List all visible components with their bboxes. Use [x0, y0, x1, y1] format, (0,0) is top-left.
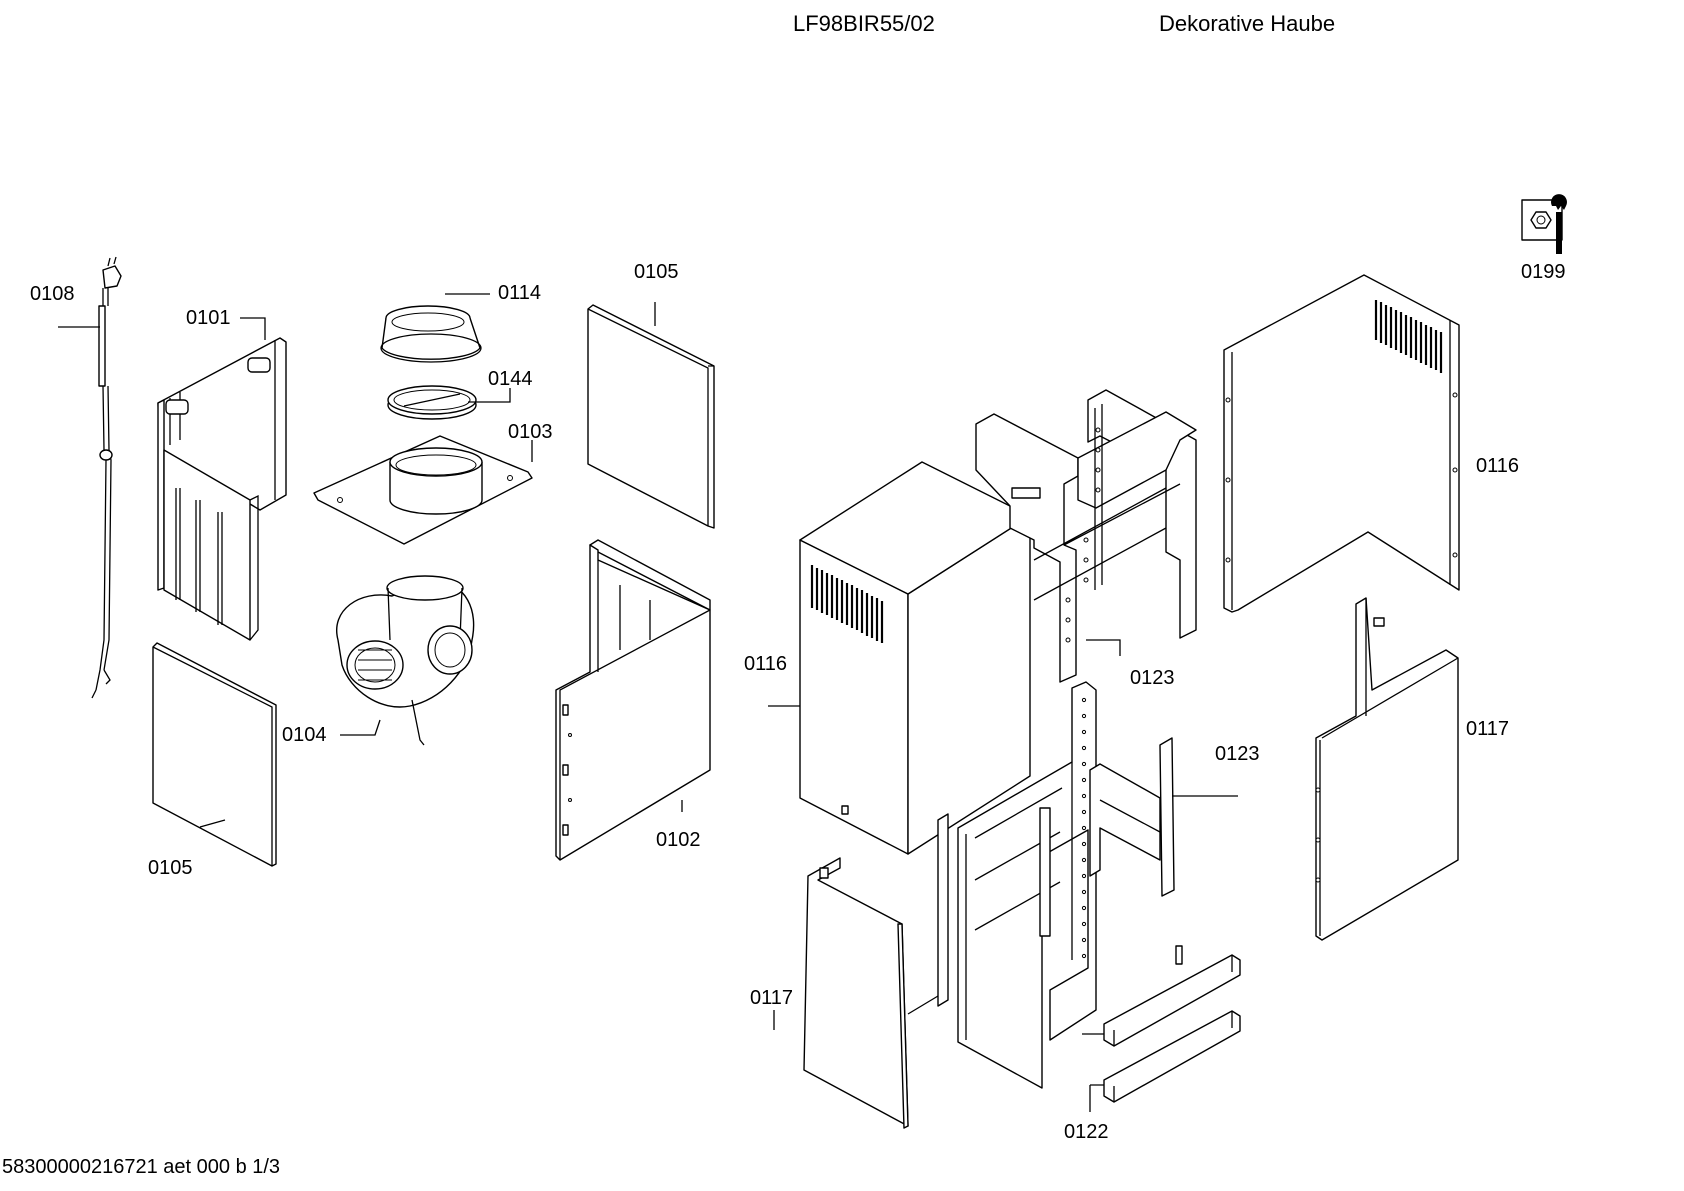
part-label: 0117 — [750, 987, 793, 1009]
part-label: 0199 — [1521, 261, 1566, 283]
part-label: 0102 — [656, 829, 701, 851]
part-label: 0122 — [1064, 1121, 1109, 1143]
side-panel-lower-part — [152, 642, 277, 867]
mounting-plate-part — [313, 435, 533, 545]
lower-support-frame-part — [937, 681, 1183, 1089]
part-label: 0105 — [634, 261, 679, 283]
part-label: 0108 — [30, 283, 75, 305]
wrench-nut-icon — [1521, 194, 1567, 254]
bottom-trim-strips-part — [1103, 954, 1241, 1103]
part-label: 0116 — [1476, 455, 1519, 477]
part-label: 0104 — [282, 724, 327, 746]
back-housing-part — [157, 337, 287, 641]
part-label: 0103 — [508, 421, 553, 443]
blower-motor-part — [336, 575, 475, 746]
side-panel-upper-part — [587, 304, 715, 529]
part-labels: 0108 0101 0114 0144 0103 0105 0104 0105 … — [30, 261, 1566, 1143]
cover-panel-left-part — [803, 857, 939, 1129]
part-label: 0123 — [1215, 743, 1260, 765]
part-label: 0114 — [498, 282, 541, 304]
assembly-description: Dekorative Haube — [1159, 11, 1336, 36]
document-code: 58300000216721 aet 000 b 1/3 — [2, 1156, 281, 1178]
exhaust-connector-part — [380, 305, 482, 363]
power-cord-part — [91, 256, 122, 699]
chimney-cover-front-part — [799, 461, 1031, 855]
part-label: 0117 — [1466, 718, 1509, 740]
part-label: 0116 — [744, 653, 787, 675]
leader-lines — [58, 293, 1238, 1112]
inner-casing-part — [555, 539, 711, 861]
model-number: LF98BIR55/02 — [793, 11, 935, 36]
part-label: 0123 — [1130, 667, 1175, 689]
chimney-cover-rear-part — [1223, 274, 1460, 613]
part-label: 0144 — [488, 368, 533, 390]
backdraft-flap-part — [387, 385, 477, 420]
part-label: 0101 — [186, 307, 231, 329]
cover-panel-right-part — [1315, 597, 1459, 941]
upper-support-frame-part — [975, 389, 1197, 683]
part-label: 0105 — [148, 857, 193, 879]
